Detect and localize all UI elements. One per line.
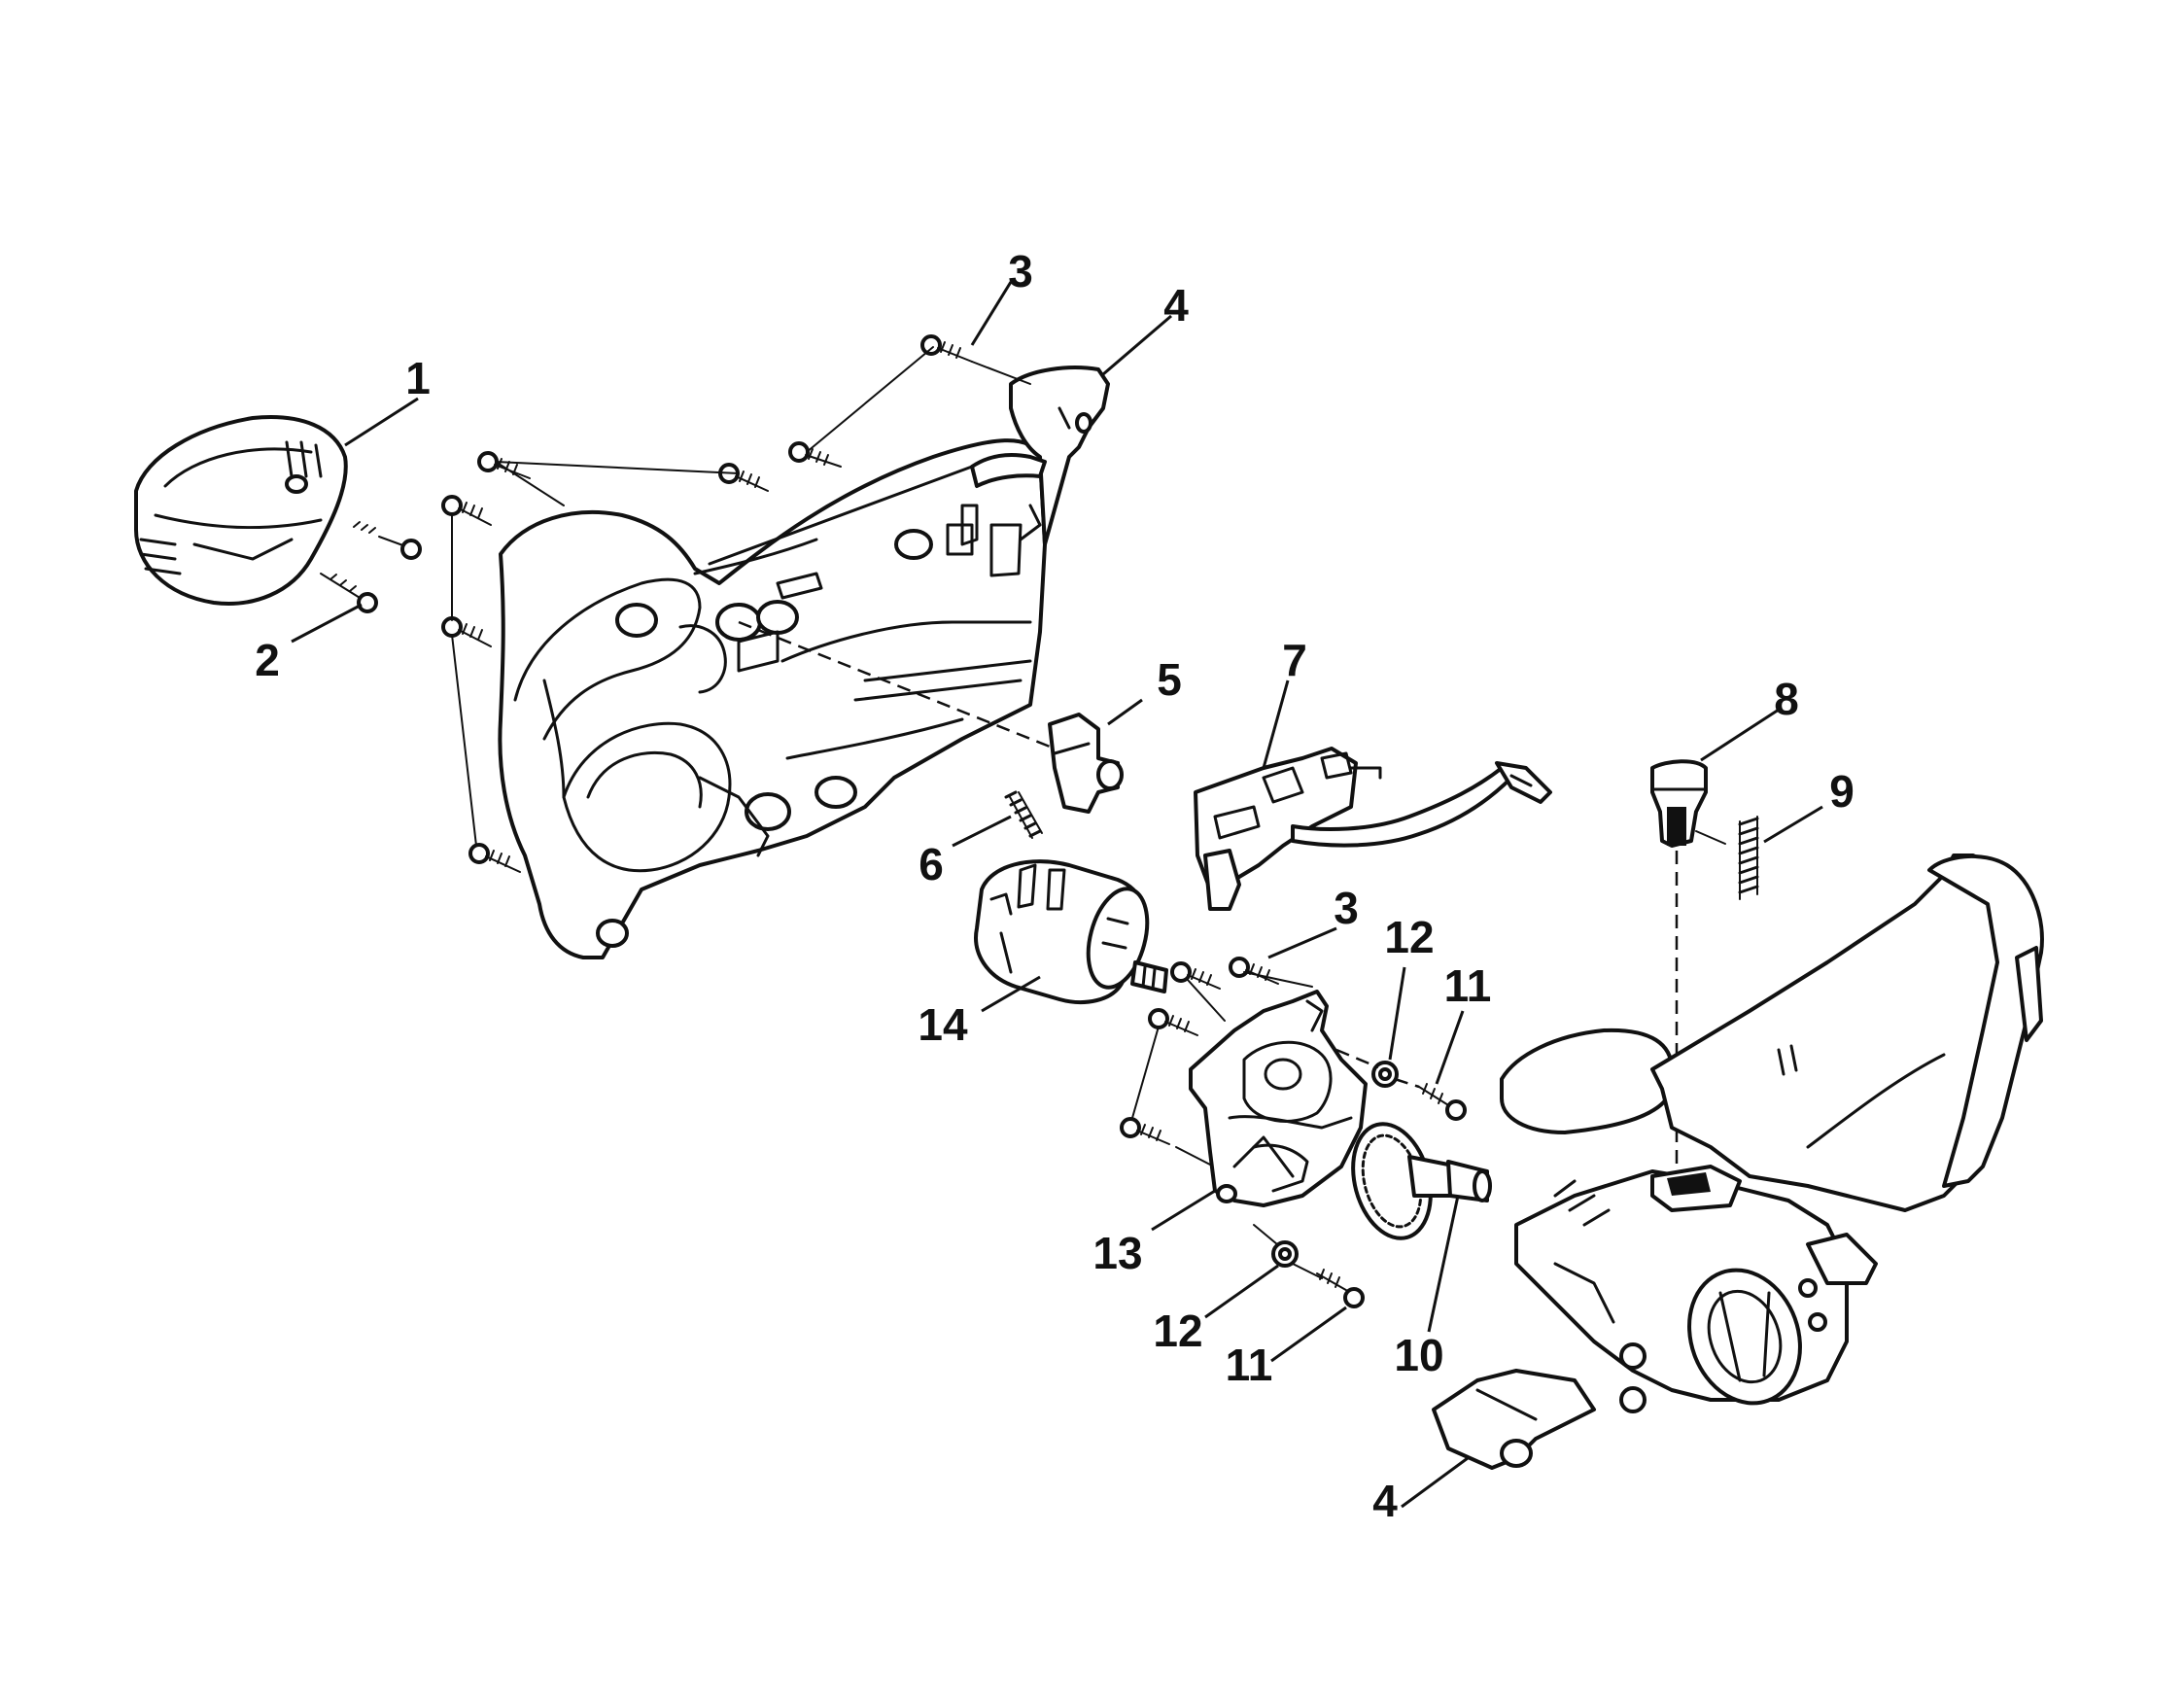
screw-part-11-lower <box>1316 1269 1365 1308</box>
callout-6: 6 <box>919 839 944 889</box>
leader-lines <box>291 281 1823 1509</box>
washer-part-12-lower <box>1271 1240 1299 1268</box>
handle-cover-part-4 <box>970 366 1110 546</box>
spring-part-9 <box>1738 816 1759 900</box>
callout-11-upper: 11 <box>1444 960 1492 1011</box>
screws-part-2 <box>320 521 422 613</box>
callout-1: 1 <box>405 353 431 403</box>
callout-14: 14 <box>918 999 968 1050</box>
main-housing-part-4 <box>1432 854 2044 1470</box>
screws-part-3-lower <box>1120 957 1313 1166</box>
gear-case-part-13 <box>1189 990 1368 1207</box>
callout-13: 13 <box>1092 1228 1142 1278</box>
callout-5: 5 <box>1157 654 1182 705</box>
callout-11-lower: 11 <box>1226 1340 1273 1390</box>
switch-part-7 <box>1194 747 1552 911</box>
gear-part-10 <box>1351 1122 1492 1240</box>
callout-12-lower: 12 <box>1153 1306 1202 1356</box>
motor-part-14 <box>974 859 1168 1004</box>
callout-12-upper: 12 <box>1384 912 1434 962</box>
callout-3-lower: 3 <box>1334 883 1359 933</box>
callout-8: 8 <box>1774 674 1799 724</box>
callout-2: 2 <box>255 635 280 685</box>
screw-part-11-upper <box>1418 1083 1467 1121</box>
callout-4-lower: 4 <box>1372 1476 1398 1526</box>
callout-7: 7 <box>1282 635 1307 685</box>
callout-4-top: 4 <box>1163 280 1189 331</box>
left-housing <box>498 438 1047 959</box>
button-part-8 <box>1650 759 1708 848</box>
spring-part-6 <box>1004 790 1043 839</box>
callout-3-top: 3 <box>1008 246 1033 296</box>
washer-part-12-upper <box>1371 1061 1399 1088</box>
end-cap-part-1 <box>134 415 348 606</box>
lock-button-part-5 <box>1048 713 1124 814</box>
callout-10: 10 <box>1394 1330 1443 1380</box>
callout-9: 9 <box>1829 766 1855 817</box>
screws-part-3-top <box>441 334 1031 873</box>
